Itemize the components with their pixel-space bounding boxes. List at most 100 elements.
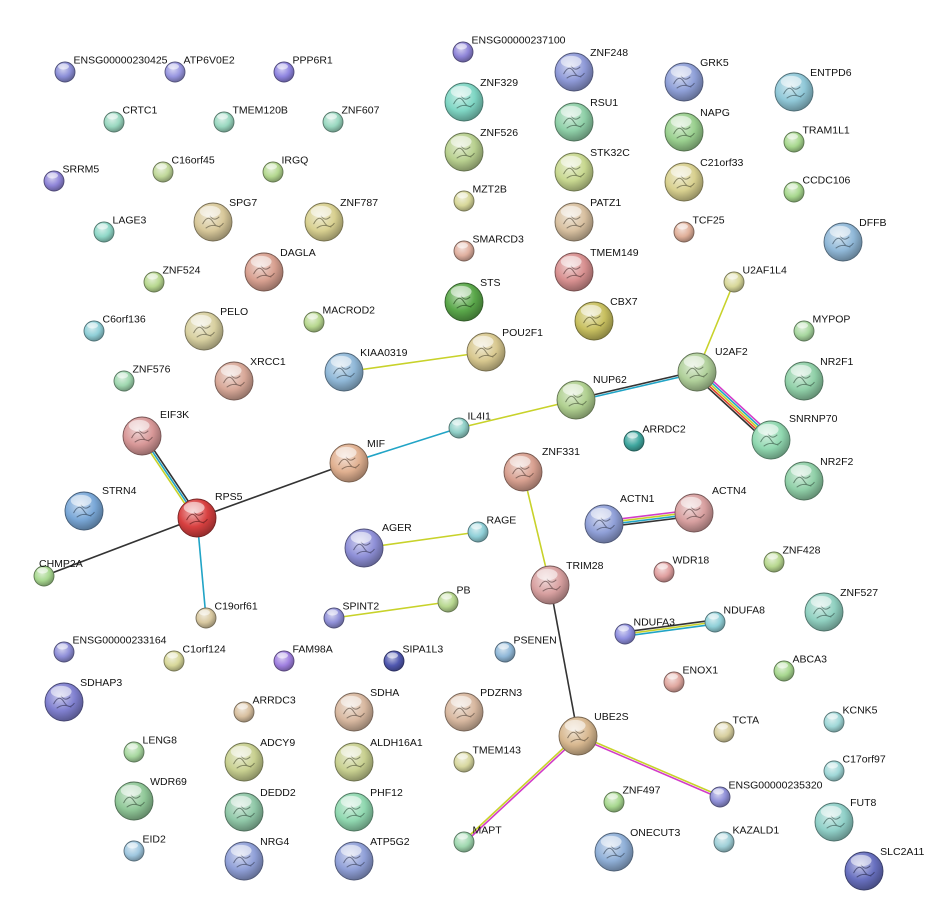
node-znf428[interactable]: ZNF428	[763, 545, 821, 573]
node-fut8[interactable]: FUT8	[814, 797, 877, 842]
node-c17orf97[interactable]: C17orf97	[823, 754, 886, 782]
node-il4i1[interactable]: IL4I1	[448, 411, 491, 439]
node-mzt2b[interactable]: MZT2B	[453, 184, 507, 212]
node-fam98a[interactable]: FAM98A	[273, 644, 333, 672]
node-smarcd3[interactable]: SMARCD3	[453, 234, 524, 262]
node-u2af2[interactable]: U2AF2	[677, 346, 748, 392]
node-atp6v0e2[interactable]: ATP6V0E2	[164, 55, 235, 83]
node-ndufa8[interactable]: NDUFA8	[704, 605, 765, 633]
node-actn1[interactable]: ACTN1	[584, 493, 655, 544]
node-pb[interactable]: PB	[437, 585, 471, 613]
node-znf524[interactable]: ZNF524	[143, 265, 201, 293]
node-ager[interactable]: AGER	[344, 522, 412, 568]
edge-ube2s-mapt[interactable]	[462, 734, 580, 844]
node-mypop[interactable]: MYPOP	[793, 314, 850, 342]
node-u2af1l4[interactable]: U2AF1L4	[723, 265, 787, 293]
node-tcta[interactable]: TCTA	[713, 715, 759, 743]
node-snrnp70[interactable]: SNRNP70	[751, 413, 838, 460]
node-c6orf136[interactable]: C6orf136	[83, 314, 146, 342]
node-srrm5[interactable]: SRRM5	[43, 164, 99, 192]
node-crtc1[interactable]: CRTC1	[103, 105, 157, 133]
node-arrdc2[interactable]: ARRDC2	[623, 424, 686, 452]
node-ensg00000233164[interactable]: ENSG00000233164	[53, 635, 167, 663]
node-tmem143[interactable]: TMEM143	[453, 745, 521, 773]
node-entpd6[interactable]: ENTPD6	[774, 67, 852, 112]
node-rsu1[interactable]: RSU1	[554, 97, 618, 142]
node-rage[interactable]: RAGE	[467, 515, 516, 543]
node-kiaa0319[interactable]: KIAA0319	[324, 347, 408, 392]
node-aldh16a1[interactable]: ALDH16A1	[334, 737, 423, 782]
node-onecut3[interactable]: ONECUT3	[594, 827, 680, 872]
node-znf248[interactable]: ZNF248	[554, 47, 628, 92]
node-cbx7[interactable]: CBX7	[574, 296, 638, 341]
node-ube2s[interactable]: UBE2S	[558, 711, 629, 756]
node-napg[interactable]: NAPG	[664, 107, 730, 152]
node-enox1[interactable]: ENOX1	[663, 665, 718, 693]
node-adcy9[interactable]: ADCY9	[224, 737, 295, 782]
edge-trim28-ube2s[interactable]	[549, 584, 579, 737]
node-psenen[interactable]: PSENEN	[494, 635, 557, 663]
node-actn4[interactable]: ACTN4	[674, 485, 747, 533]
node-mif[interactable]: MIF	[329, 438, 385, 483]
node-kcnk5[interactable]: KCNK5	[823, 705, 878, 733]
node-irgq[interactable]: IRGQ	[262, 155, 308, 183]
node-ensg00000230425[interactable]: ENSG00000230425	[54, 55, 168, 83]
node-ndufa3[interactable]: NDUFA3	[614, 617, 675, 645]
node-macrod2[interactable]: MACROD2	[303, 305, 375, 333]
node-patz1[interactable]: PATZ1	[554, 197, 621, 242]
node-znf497[interactable]: ZNF497	[603, 785, 661, 813]
node-arrdc3[interactable]: ARRDC3	[233, 695, 296, 723]
edge-kiaa0319-pou2f1[interactable]	[343, 351, 487, 373]
node-ensg00000237100[interactable]: ENSG00000237100	[452, 35, 566, 63]
node-spg7[interactable]: SPG7	[193, 197, 257, 242]
node-grk5[interactable]: GRK5	[664, 57, 729, 102]
node-lage3[interactable]: LAGE3	[93, 215, 147, 243]
node-xrcc1[interactable]: XRCC1	[214, 356, 286, 401]
node-znf607[interactable]: ZNF607	[322, 105, 380, 133]
node-c16orf45[interactable]: C16orf45	[152, 155, 215, 183]
node-sdhap3[interactable]: SDHAP3	[44, 677, 122, 722]
node-nup62[interactable]: NUP62	[556, 374, 627, 420]
node-c1orf124[interactable]: C1orf124	[163, 644, 226, 672]
node-znf329[interactable]: ZNF329	[444, 77, 518, 122]
edge-nup62-u2af2[interactable]	[575, 370, 698, 402]
node-nr2f2[interactable]: NR2F2	[784, 456, 854, 501]
node-atp5g2[interactable]: ATP5G2	[334, 836, 410, 881]
node-sts[interactable]: STS	[444, 277, 501, 322]
node-phf12[interactable]: PHF12	[334, 787, 403, 832]
node-sdha[interactable]: SDHA	[334, 687, 399, 732]
edge-rps5-chmp2a[interactable]	[43, 517, 198, 577]
node-slc2a11[interactable]: SLC2A11	[844, 846, 924, 891]
edge-ndufa3-ndufa8[interactable]	[624, 619, 716, 637]
node-kazald1[interactable]: KAZALD1	[713, 825, 779, 853]
node-znf526[interactable]: ZNF526	[444, 127, 518, 172]
node-ccdc106[interactable]: CCDC106	[783, 175, 851, 203]
node-znf787[interactable]: ZNF787	[304, 197, 378, 242]
node-pdzrn3[interactable]: PDZRN3	[444, 687, 522, 732]
node-dedd2[interactable]: DEDD2	[224, 787, 296, 832]
node-ensg00000235320[interactable]: ENSG00000235320	[709, 780, 823, 808]
node-c21orf33[interactable]: C21orf33	[664, 157, 744, 202]
node-tram1l1[interactable]: TRAM1L1	[783, 125, 850, 153]
node-znf331[interactable]: ZNF331	[503, 446, 580, 492]
node-nr2f1[interactable]: NR2F1	[784, 356, 854, 401]
node-sipa1l3[interactable]: SIPA1L3	[383, 644, 443, 672]
node-c19orf61[interactable]: C19orf61	[195, 601, 258, 629]
edge-mif-rps5[interactable]	[196, 462, 350, 519]
node-stk32c[interactable]: STK32C	[554, 147, 630, 192]
edge-nup62-il4i1[interactable]	[458, 399, 577, 429]
edge-spint2-pb[interactable]	[333, 601, 449, 619]
node-dffb[interactable]: DFFB	[823, 217, 887, 262]
node-spint2[interactable]: SPINT2	[323, 601, 379, 629]
node-chmp2a[interactable]: CHMP2A	[33, 558, 83, 587]
node-strn4[interactable]: STRN4	[64, 485, 137, 531]
node-tmem120b[interactable]: TMEM120B	[213, 105, 288, 133]
edge-ube2s-ensg00000235320[interactable]	[577, 734, 721, 799]
node-ppp6r1[interactable]: PPP6R1	[273, 55, 333, 83]
node-pou2f1[interactable]: POU2F1	[466, 327, 543, 372]
node-tcf25[interactable]: TCF25	[673, 215, 725, 243]
node-nrg4[interactable]: NRG4	[224, 836, 289, 881]
node-abca3[interactable]: ABCA3	[773, 654, 827, 682]
node-tmem149[interactable]: TMEM149	[554, 247, 639, 292]
node-leng8[interactable]: LENG8	[123, 735, 177, 763]
